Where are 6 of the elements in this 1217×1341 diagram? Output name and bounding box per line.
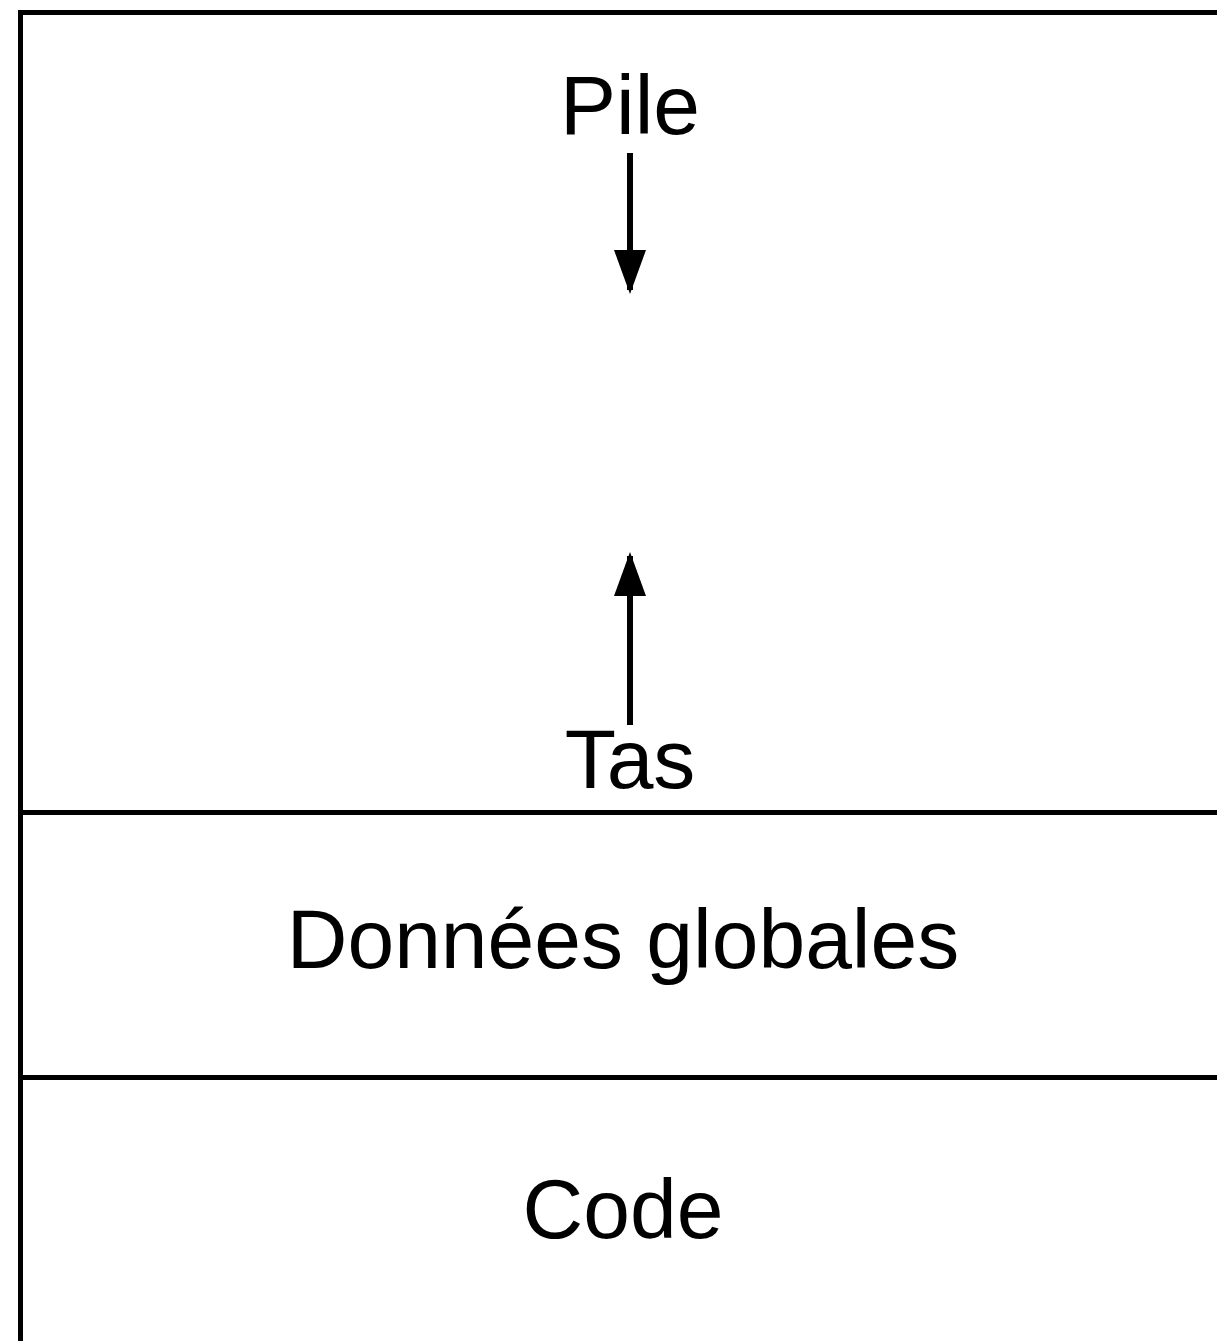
growth-arrow xyxy=(614,153,646,294)
growth-arrow xyxy=(614,552,646,725)
segment-label: Code xyxy=(522,1167,724,1251)
segment-label: Tas xyxy=(564,717,696,801)
memory-segment xyxy=(18,10,1217,815)
segment-label: Pile xyxy=(559,63,701,147)
